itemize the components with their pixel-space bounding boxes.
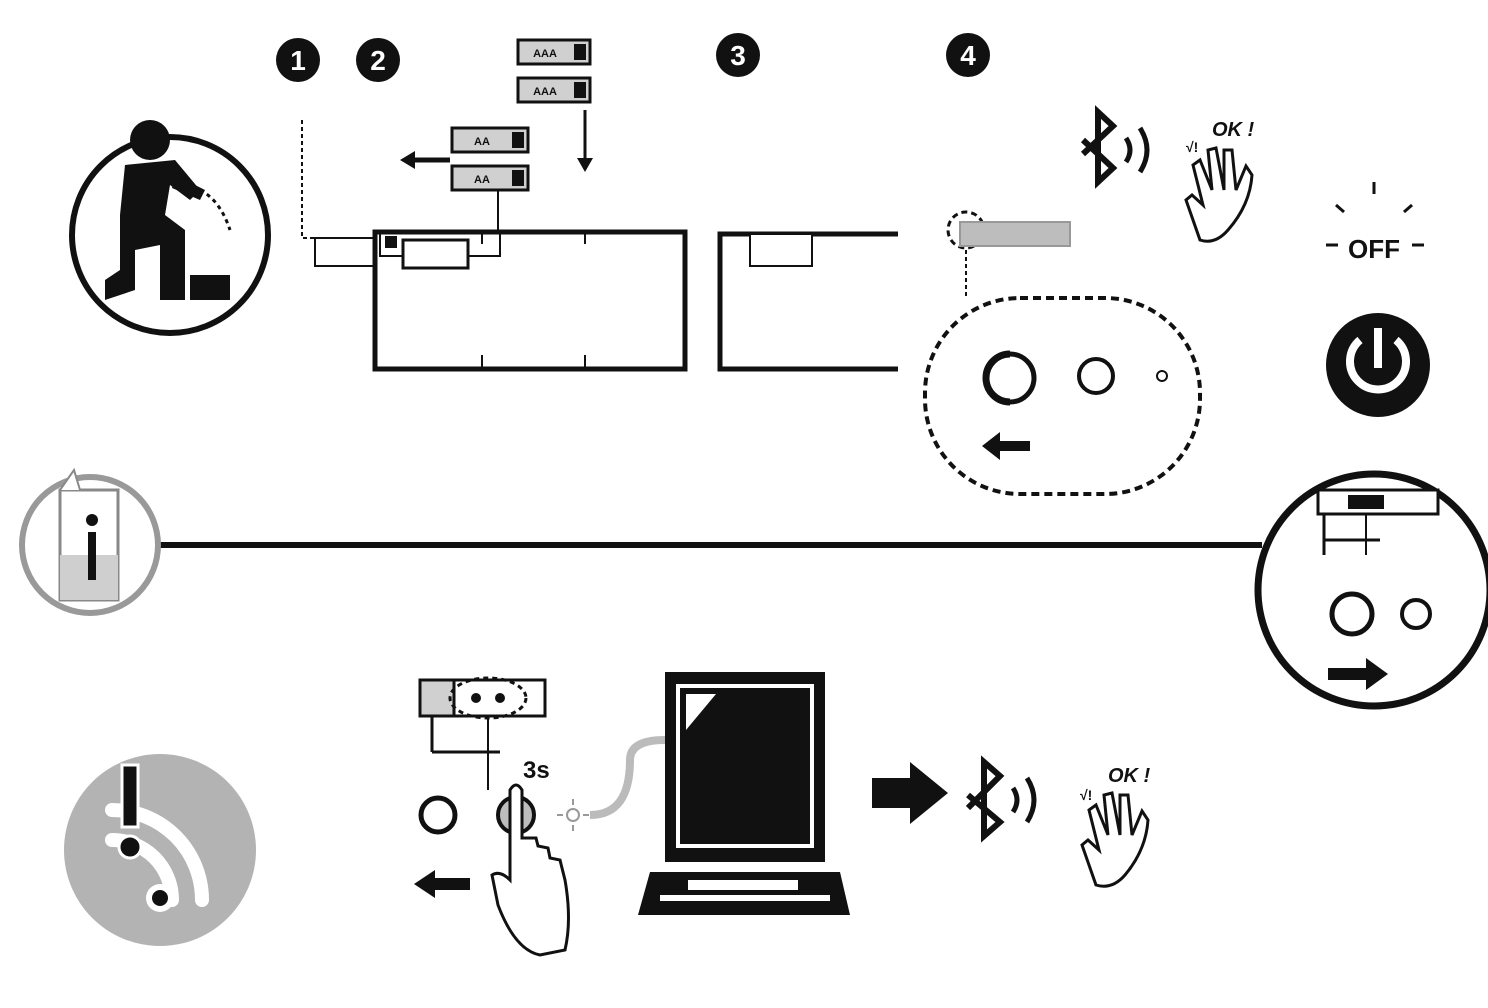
battery-mark-aaa-1: AAA — [533, 48, 557, 60]
battery-aa-1: AA — [450, 126, 530, 154]
signal-waves-icon — [1123, 126, 1150, 174]
laptop-icon — [638, 672, 850, 915]
led-indicator — [1156, 370, 1168, 382]
pair-button — [982, 350, 1037, 406]
step-badge-4: 4 — [946, 33, 990, 77]
power-off-panel: OFF — [1254, 182, 1488, 710]
slider-switch-detail — [1316, 488, 1440, 555]
remove-arrow-icon — [400, 151, 450, 169]
step-badge-2: 2 — [356, 38, 400, 82]
troubleshoot-panel — [64, 754, 256, 946]
step-number-1: 1 — [290, 45, 306, 76]
insert-arrow-icon — [577, 110, 593, 172]
battery-aaa-2: AAA — [516, 76, 592, 104]
ok-label-top: OK ! — [1212, 119, 1255, 141]
off-label: OFF — [1348, 234, 1400, 264]
slide-right-arrow-icon — [1328, 658, 1388, 690]
led-blink-icon — [557, 799, 589, 831]
finger-press-icon — [490, 783, 570, 957]
off-rays-icon — [1326, 182, 1424, 247]
device-body-open — [301, 120, 688, 372]
next-arrow-icon — [872, 762, 948, 824]
power-button-icon — [1326, 313, 1430, 417]
press-hold-panel: 3s — [414, 676, 666, 957]
hold-time-label: 3s — [523, 757, 550, 784]
device-body-closed — [717, 231, 898, 372]
pair-button-right — [1329, 591, 1375, 637]
svg-text:√!: √! — [1186, 139, 1198, 155]
battery-group-old: AA AA — [400, 126, 530, 256]
bluetooth-pairing-top: √! OK ! — [1080, 105, 1255, 243]
secondary-button-right — [1400, 598, 1432, 630]
installer-panel — [69, 120, 271, 336]
info-document-icon — [58, 467, 120, 602]
battery-group-new: AAA AAA — [516, 38, 593, 172]
battery-mark-aa-2: AA — [474, 174, 490, 186]
battery-aa-2: AA — [450, 164, 530, 192]
secondary-button — [1077, 357, 1115, 395]
step-badges: 1 2 3 4 — [276, 33, 990, 82]
step-badge-1: 1 — [276, 38, 320, 82]
pair-button-bottom — [418, 795, 458, 835]
bluetooth-icon — [1080, 105, 1118, 189]
info-panel — [19, 467, 1262, 616]
signal-waves-icon-bottom — [1010, 776, 1037, 824]
battery-aaa-1: AAA — [516, 38, 592, 66]
step-number-2: 2 — [370, 45, 386, 76]
hand-ok-icon: √! OK ! — [1184, 119, 1255, 243]
step-number-3: 3 — [730, 40, 746, 71]
hand-ok-icon-bottom: √! OK ! — [1080, 765, 1151, 888]
svg-text:√!: √! — [1080, 787, 1092, 803]
step-number-4: 4 — [960, 40, 976, 71]
step-badge-3: 3 — [716, 33, 760, 77]
slide-left-arrow-icon — [982, 432, 1030, 460]
battery-mark-aa-1: AA — [474, 136, 490, 148]
battery-mark-aaa-2: AAA — [533, 86, 557, 98]
ok-label-bottom: OK ! — [1108, 765, 1151, 787]
pull-tab — [946, 210, 1071, 298]
installer-kneeling-icon — [105, 120, 232, 300]
bluetooth-icon-bottom — [965, 755, 1005, 843]
device-detail-small — [418, 676, 547, 790]
slide-left-arrow-bottom-icon — [414, 870, 470, 898]
bluetooth-pairing-bottom: √! OK ! — [965, 755, 1151, 888]
button-zoom-panel — [923, 296, 1202, 496]
